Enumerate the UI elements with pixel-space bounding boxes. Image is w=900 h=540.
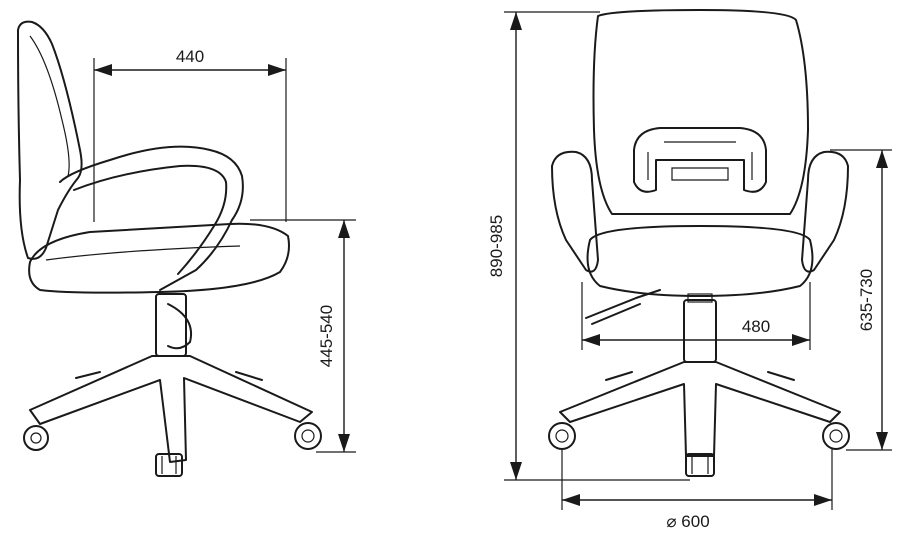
label-armrest-height: 635-730 <box>857 269 876 331</box>
side-casters <box>23 422 322 477</box>
dim-total-height: 890-985 <box>487 11 690 481</box>
dim-seat-depth: 440 <box>93 47 287 222</box>
front-casters <box>548 422 850 477</box>
front-backrest <box>592 9 809 215</box>
label-seat-depth: 440 <box>176 47 204 66</box>
front-gas-lift <box>683 299 717 363</box>
label-seat-height: 445-540 <box>317 305 336 367</box>
dim-armrest-height: 635-730 <box>830 149 892 451</box>
dim-seat-width: 480 <box>581 282 811 350</box>
front-seat <box>586 225 814 297</box>
front-base <box>559 361 841 457</box>
front-lumbar <box>633 127 767 193</box>
side-armrest <box>59 145 244 291</box>
label-seat-width: 480 <box>742 317 770 336</box>
side-view <box>17 20 322 477</box>
dim-seat-height: 445-540 <box>250 219 356 453</box>
front-right-armrest <box>801 150 849 273</box>
label-total-height: 890-985 <box>487 215 506 277</box>
side-base <box>29 355 313 463</box>
side-seat <box>28 222 290 294</box>
dim-base-diameter: ⌀ 600 <box>561 448 833 531</box>
side-backrest <box>17 20 83 260</box>
label-base-diameter: ⌀ 600 <box>666 512 709 531</box>
front-tilt-lever <box>585 289 661 325</box>
front-left-armrest <box>551 150 599 273</box>
front-view <box>548 9 850 477</box>
